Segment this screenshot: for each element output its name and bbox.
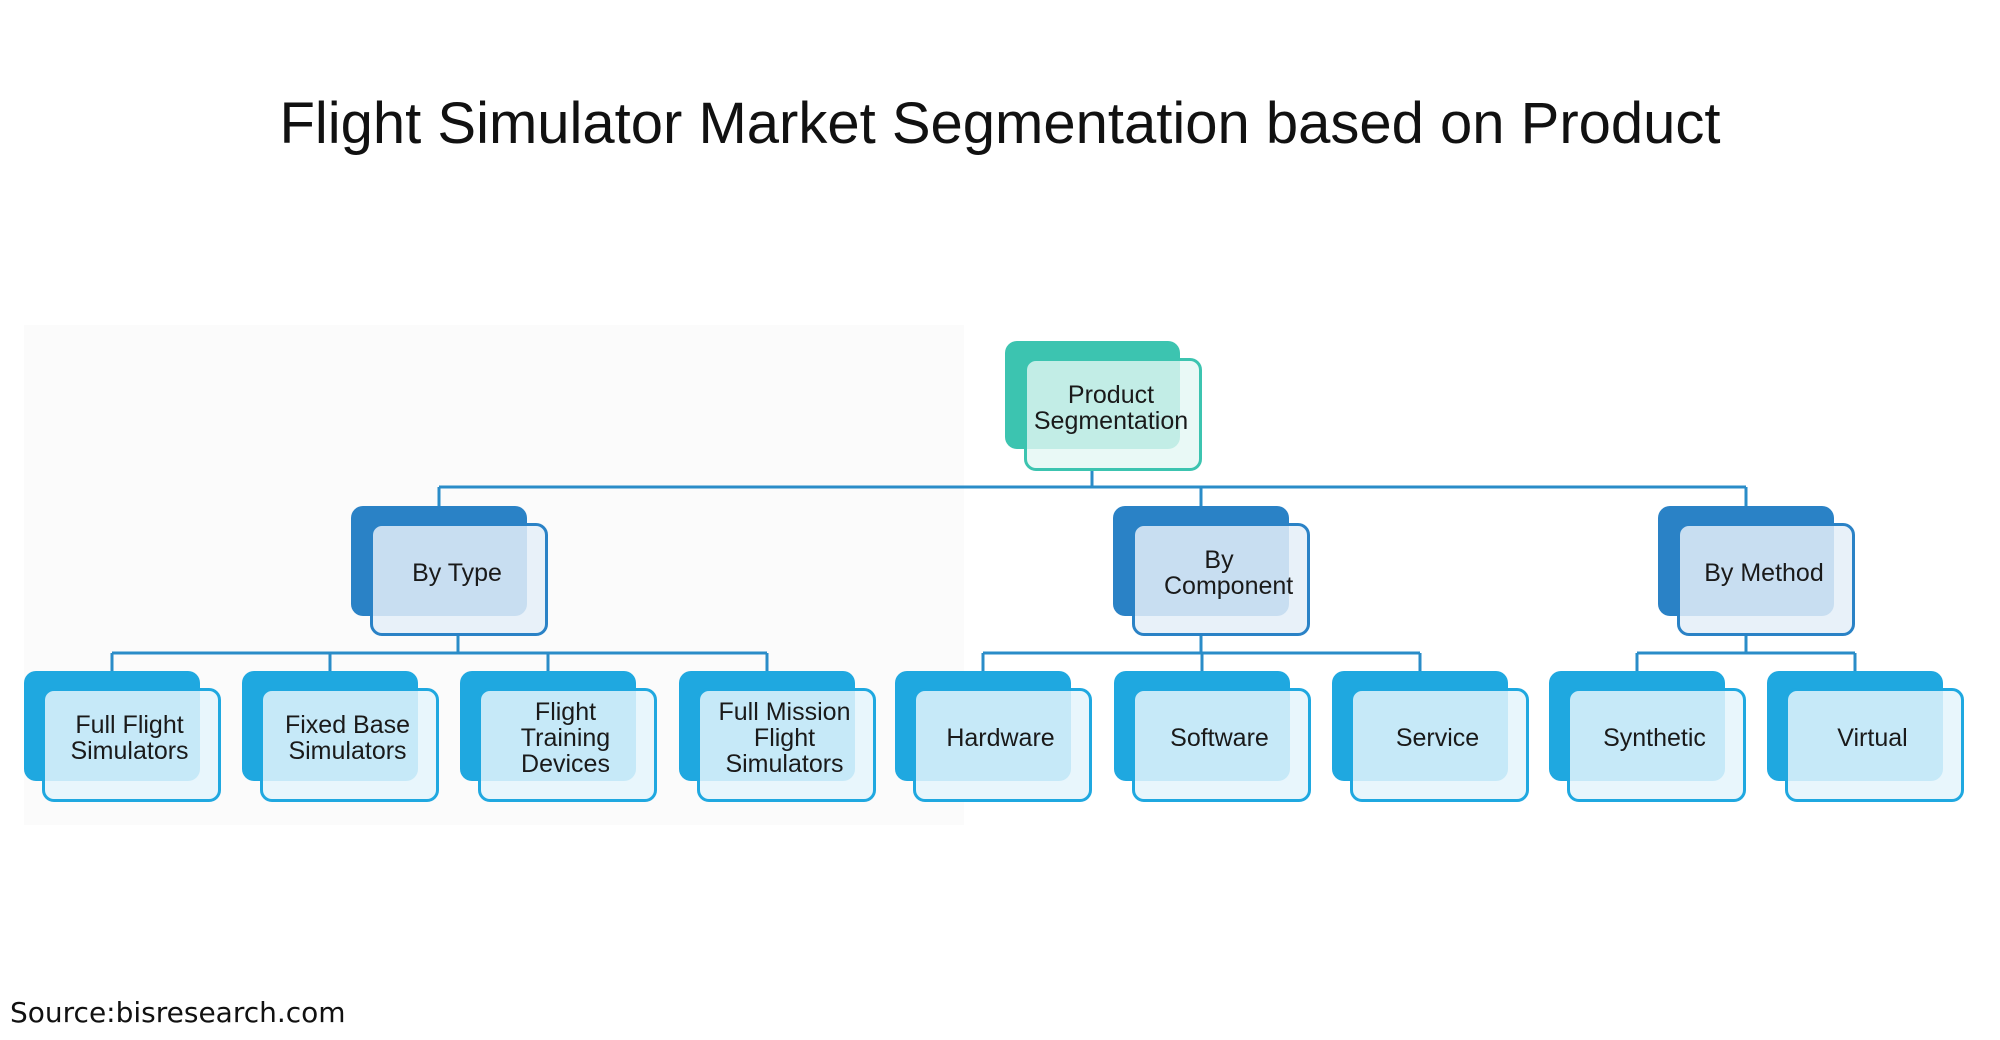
diagram-title: Flight Simulator Market Segmentation bas… [279,91,1721,156]
node-label: Fixed Base Simulators [284,711,411,765]
node-front: Service [1350,688,1529,802]
node-label: Service [1395,724,1480,752]
connector-by-method [1635,636,1857,671]
node-label: Full Flight Simulators [70,711,189,765]
node-front: Full Flight Simulators [42,688,221,802]
node-label: Full Mission Flight Simulators [718,698,851,778]
connector-by-component [981,636,1422,671]
node-label: Software [1170,724,1269,752]
source-credit: Source:bisresearch.com [10,996,346,1029]
node-front: Fixed Base Simulators [260,688,439,802]
node-front: Software [1132,688,1311,802]
node-label: Flight Training Devices [520,698,611,778]
node-label: By Component [1164,545,1294,600]
node-front: By Method [1677,523,1855,636]
node-front: Product Segmentation [1024,358,1202,471]
node-label: Product Segmentation [1033,380,1189,435]
node-front: By Type [370,523,548,636]
node-front: Flight Training Devices [478,688,657,802]
node-front: Synthetic [1567,688,1746,802]
node-label: Synthetic [1603,724,1706,752]
node-label: Virtual [1837,724,1908,752]
connector-root [437,471,1748,506]
node-label: By Type [412,558,502,587]
node-front: Full Mission Flight Simulators [697,688,876,802]
node-front: Hardware [913,688,1092,802]
connector-by-type [110,636,769,671]
node-front: Virtual [1785,688,1964,802]
node-label: By Method [1704,558,1824,587]
node-label: Hardware [946,724,1055,752]
node-front: By Component [1132,523,1310,636]
